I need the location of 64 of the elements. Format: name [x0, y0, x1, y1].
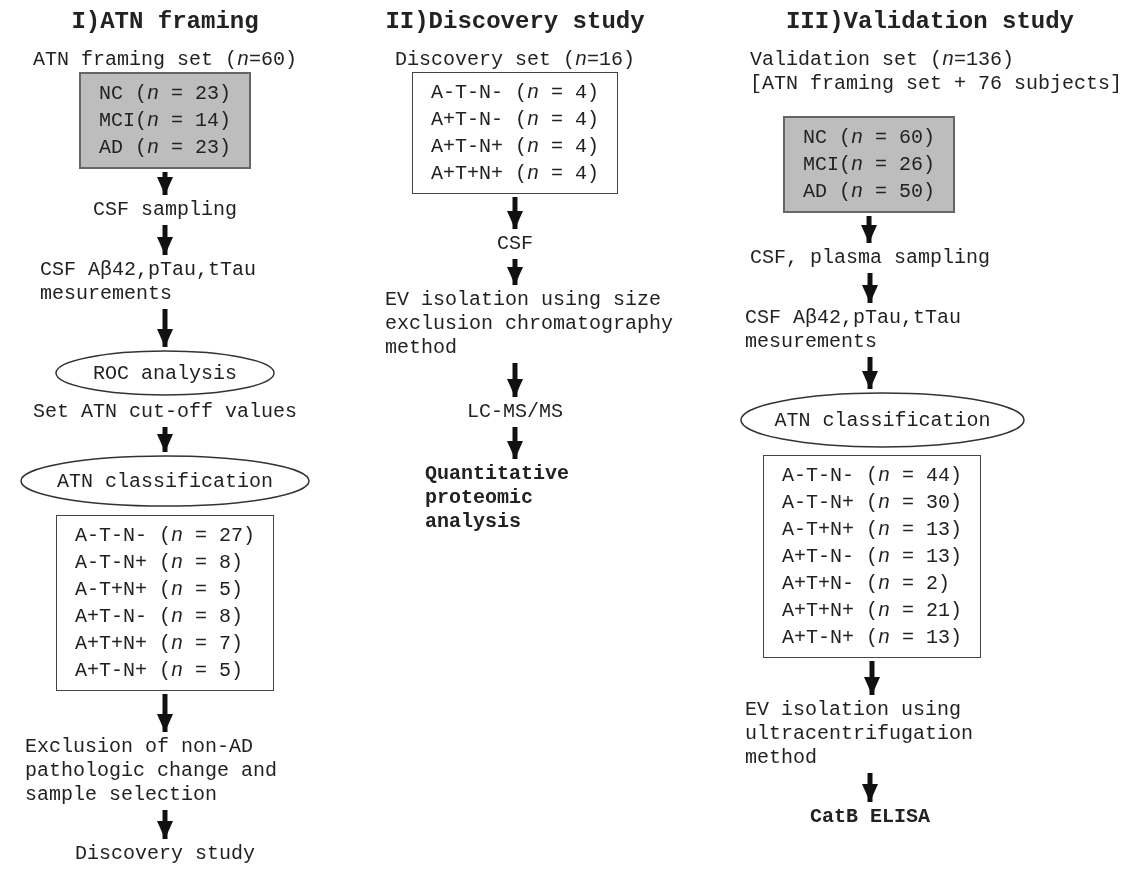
count-row-text: A-T-N- (n = 44) — [781, 463, 962, 489]
arrow — [864, 661, 880, 695]
count-row-text: A+T-N- (n = 8) — [74, 604, 244, 630]
oval-node — [740, 392, 1025, 448]
column-heading: I)ATN framing — [70, 8, 260, 35]
arrow — [507, 427, 523, 459]
arrow — [507, 197, 523, 229]
step-label: ATN classification — [774, 408, 991, 432]
step-text: CSF Aβ42,pTau,tTau mesurements — [745, 306, 1045, 354]
count-row-text: A+T+N+ (n = 4) — [430, 161, 599, 187]
result-text: CatB ELISA — [730, 805, 1010, 829]
arrow — [507, 363, 523, 397]
set-heading: Discovery set (n=16) — [393, 48, 637, 72]
count-row-text: A+T-N- (n = 4) — [430, 107, 599, 133]
count-row-text: A+T+N- (n = 2) — [781, 571, 951, 597]
count-row-text: A-T-N+ (n = 8) — [74, 550, 244, 576]
arrow — [157, 427, 173, 452]
count-row-text: NC (n = 60) — [803, 125, 936, 151]
count-row-text: A-T-N- (n = 4) — [430, 80, 599, 106]
count-row-text: A+T-N- (n = 13) — [781, 544, 962, 570]
count-row-text: A-T+N+ (n = 13) — [781, 517, 962, 543]
arrow — [862, 773, 878, 802]
count-row-text: A-T-N- (n = 27) — [74, 523, 255, 549]
arrow — [157, 172, 173, 195]
arrow — [862, 357, 878, 389]
count-row-text: A+T+N+ (n = 7) — [74, 631, 244, 657]
count-row-text: A-T-N+ (n = 30) — [781, 490, 962, 516]
arrow — [157, 225, 173, 255]
step-text: EV isolation using ultracentrifugation method — [745, 698, 1035, 770]
set-heading: Validation set (n=136) — [750, 48, 1016, 72]
count-row-text: MCI(n = 14) — [98, 108, 231, 134]
set-heading: ATN framing set (n=60) — [31, 48, 299, 72]
set-heading: [ATN framing set + 76 subjects] — [750, 72, 1124, 96]
count-row-text: AD (n = 50) — [803, 179, 936, 205]
arrow — [507, 259, 523, 285]
count-row-text: A+T-N+ (n = 5) — [74, 658, 244, 684]
step-label: ATN classification — [56, 469, 273, 493]
count-row-text: MCI(n = 26) — [803, 152, 936, 178]
step-text: CSF Aβ42,pTau,tTau mesurements — [40, 258, 340, 306]
step-label: ROC analysis — [93, 361, 237, 385]
result-text: Quantitative proteomic analysis — [425, 462, 625, 534]
count-row-text: AD (n = 23) — [98, 135, 231, 161]
arrow — [157, 810, 173, 839]
arrow — [861, 216, 877, 243]
count-row-text: A+T-N+ (n = 4) — [430, 134, 599, 160]
arrow — [157, 309, 173, 347]
oval-node — [55, 350, 275, 396]
step-text: CSF sampling — [0, 198, 330, 222]
count-row-text: A+T+N+ (n = 21) — [781, 598, 962, 624]
oval-node — [20, 455, 310, 507]
step-text: EV isolation using size exclusion chromatography method — [385, 288, 685, 360]
step-text: Discovery study — [0, 842, 330, 866]
step-text: CSF — [360, 232, 670, 256]
step-text: Exclusion of non-AD pathologic change and sample selection — [25, 735, 330, 807]
count-row-text: NC (n = 23) — [98, 81, 231, 107]
step-text: LC-MS/MS — [360, 400, 670, 424]
step-text: CSF, plasma sampling — [730, 246, 1010, 270]
arrow — [157, 694, 173, 732]
step-note: Set ATN cut-off values — [31, 400, 298, 424]
count-row-text: A+T-N+ (n = 13) — [781, 625, 962, 651]
column-heading: II)Discovery study — [384, 8, 646, 35]
arrow — [862, 273, 878, 303]
count-row-text: A-T+N+ (n = 5) — [74, 577, 244, 603]
column-heading: III)Validation study — [784, 8, 1075, 35]
